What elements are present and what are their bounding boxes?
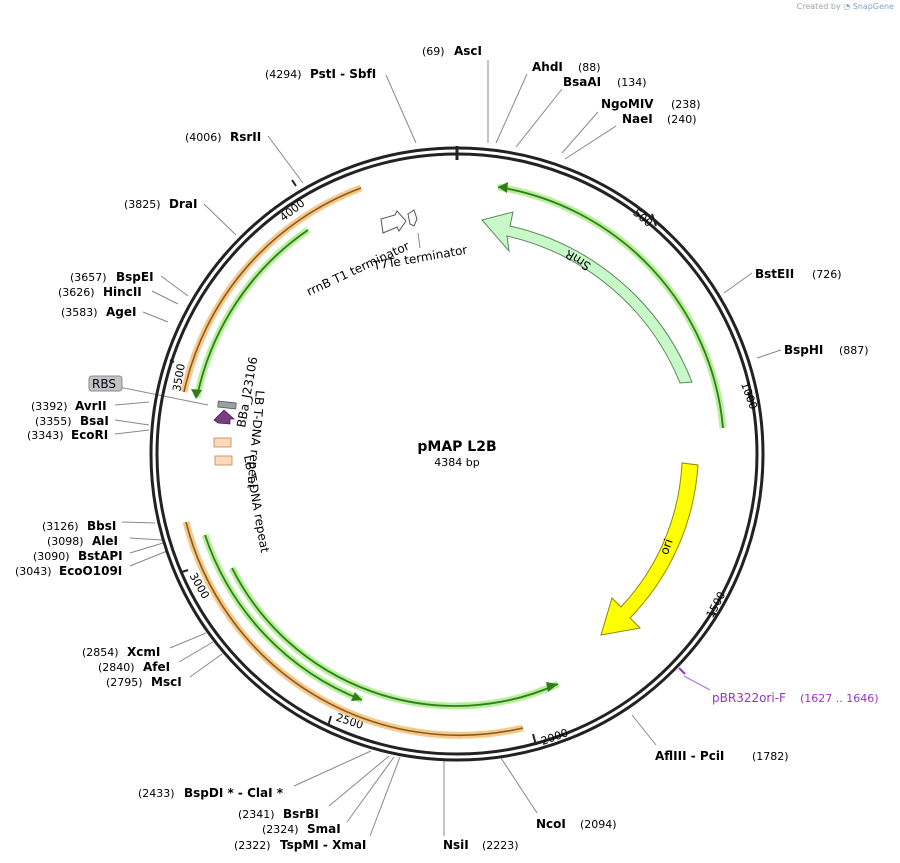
site-name: AscI [454,44,482,58]
site-name: RsrII [230,130,261,144]
site-pos: (1782) [752,750,789,763]
site-name: AgeI [106,305,136,319]
site-name: AhdI [532,60,563,74]
site-pos: (2795) [106,676,143,689]
site-name: DraI [169,197,197,211]
site-pos: (3657) [70,271,107,284]
site-pos: (3126) [42,520,79,533]
site-pos: (887) [839,344,869,357]
ori-label: ori [657,537,675,556]
t7te-terminator-shape [407,209,418,227]
site-name: BspEI [116,270,154,284]
t7te-leader [417,232,421,249]
site-name: HincII [103,285,142,299]
site-pos: (2322) [234,839,271,852]
site-name: AfeI [143,660,170,674]
site-pos: (238) [671,98,701,111]
plasmid-length: 4384 bp [434,456,479,469]
site-name: XcmI [127,645,160,659]
orange-track-top-line [183,187,362,393]
site-name: NgoMIV [601,97,654,111]
site-name: BstAPI [78,549,123,563]
site-name: NcoI [536,817,566,831]
site-name: PstI - SbfI [310,67,376,81]
site-pos: (4294) [265,68,302,81]
site-name: BbsI [87,519,116,533]
rrnb-terminator-shape [380,210,407,234]
site-pos: (88) [578,61,601,74]
lb-repeat-box-2 [214,455,233,466]
orange-track-bottom-line [185,521,524,737]
site-pos: (2854) [82,646,119,659]
site-pos: (3583) [61,306,98,319]
green-track-left-arrowhead [191,389,202,399]
site-pos: (2341) [238,808,275,821]
primer-leader [683,675,711,691]
snapgene-watermark: Created by ◔ SnapGene [797,2,894,11]
site-pos: (3392) [31,400,68,413]
site-name: AvrII [75,399,107,413]
site-name: BstEII [755,267,794,281]
site-pos: (2840) [98,661,135,674]
site-pos: (2094) [580,818,617,831]
site-name: TspMI - XmaI [280,838,366,852]
site-name: SmaI [307,822,341,836]
site-pos: (726) [812,268,842,281]
site-name: NsiI [443,838,469,852]
plasmid-name: pMAP L2B [417,439,496,455]
rbs-feature-arrow [213,409,236,425]
snapgene-logo: ◔ [843,2,851,11]
site-pos: (3355) [35,415,72,428]
site-pos: (4006) [185,131,222,144]
rbs-tag [88,375,123,392]
green-track-lower-inner-line [231,567,559,707]
primer-name: pBR322ori-F [712,691,786,705]
rbs-tag-label: RBS [92,377,116,391]
watermark-brand: SnapGene [852,2,894,11]
site-name: EcoRI [71,428,108,442]
site-name: AleI [92,534,118,548]
green-track-right [497,183,727,429]
ori-feature-arrow [600,462,699,636]
smr-feature-arrow [481,211,693,384]
site-name: BsaI [80,414,109,428]
site-pos: (3825) [124,198,161,211]
green-track-left-line [196,229,309,398]
site-name: BspHI [784,343,823,357]
green-track-lower-inner-arrowhead [546,682,558,692]
site-name: BsaAI [563,75,601,89]
site-pos: (3090) [33,550,70,563]
green-track-right-line [497,186,724,429]
site-pos: (2223) [482,839,519,852]
site-pos: (134) [617,76,647,89]
site-pos: (240) [667,113,697,126]
bba-j23106-box [217,400,237,410]
green-track-right-arrowhead [498,182,508,193]
lb-repeat-box-1 [213,437,232,448]
site-name: BspDI * - ClaI * [184,786,284,800]
scale-ticks [169,179,754,746]
site-pos: (2324) [262,823,299,836]
green-track-lower-inner [228,566,560,710]
site-pos: (2433) [138,787,175,800]
site-pos: (69) [422,45,445,58]
site-pos: (3343) [27,429,64,442]
primer-mark [678,667,686,675]
green-track-lower-outer-arrowhead [351,692,362,701]
site-name: BsrBI [283,807,319,821]
primer-range: (1627 .. 1646) [800,692,879,705]
green-track-lower-outer-line [204,534,363,701]
site-pos: (3098) [47,535,84,548]
site-name: EcoO109I [59,564,122,578]
site-name: AflIII - PciI [655,749,724,763]
restriction-site-labels: (69) AscI AhdI (88) BsaAI (134) NgoMIV (… [15,44,869,852]
lb-repeat-label-2: LB T-DNA repeat [241,454,272,554]
leader-lines [113,60,782,837]
site-pos: (3043) [15,565,52,578]
site-name: MscI [151,675,182,689]
watermark-prefix: Created by [796,2,841,11]
site-pos: (3626) [58,286,95,299]
site-name: NaeI [622,112,653,126]
